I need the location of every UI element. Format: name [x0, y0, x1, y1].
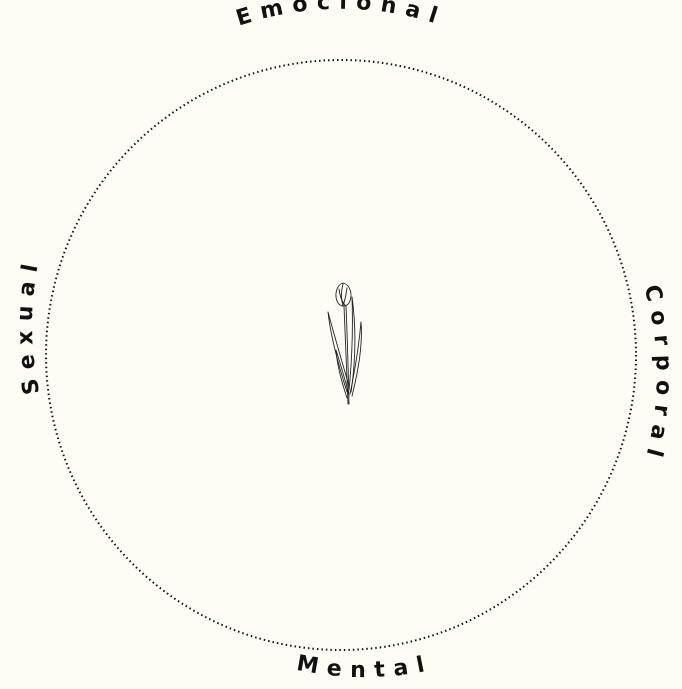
label-mental: Mental [295, 651, 436, 683]
label-sexual: Sexual [13, 253, 45, 396]
label-emocional: Emocional [233, 0, 449, 32]
label-corporal: Corporal [638, 282, 676, 468]
tulip-icon [328, 283, 361, 404]
dotted-ring [46, 60, 636, 650]
